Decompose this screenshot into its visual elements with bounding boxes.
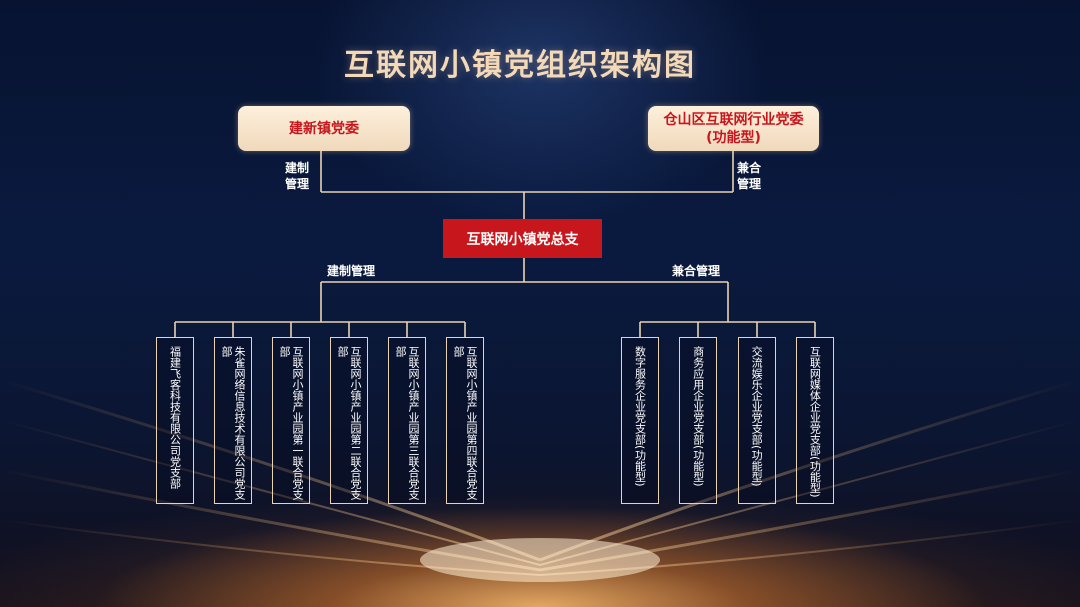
branch-label: 互联网小镇产业园第三联合党支部 bbox=[394, 346, 420, 500]
jianxin-town-party-committee-label: 建新镇党委 bbox=[289, 120, 359, 137]
branch-box: 商务应用企业党支部(功能型) bbox=[679, 337, 718, 504]
branch-label: 福建飞客科技有限公司党支部 bbox=[168, 346, 182, 489]
cangshan-internet-party-committee-box: 仓山区互联网行业党委 (功能型) bbox=[648, 106, 819, 151]
jianxin-town-party-committee-box: 建新镇党委 bbox=[238, 106, 410, 151]
page-title: 互联网小镇党组织架构图 bbox=[344, 48, 696, 83]
branch-label: 交流娱乐企业党支部(功能型) bbox=[750, 346, 764, 487]
branch-box: 交流娱乐企业党支部(功能型) bbox=[737, 337, 776, 504]
branch-label: 互联网小镇产业园第四联合党支部 bbox=[452, 346, 478, 500]
internet-town-general-branch-box: 互联网小镇党总支 bbox=[443, 219, 602, 258]
branch-label: 朱雀网络信息技术有限公司党支部 bbox=[220, 346, 246, 500]
branch-box: 互联网小镇产业园第二联合党支部 bbox=[330, 337, 368, 504]
branch-box: 互联网小镇产业园第三联合党支部 bbox=[388, 337, 426, 504]
branch-label: 商务应用企业党支部(功能型) bbox=[691, 346, 705, 487]
cangshan-committee-label-line1: 仓山区互联网行业党委 bbox=[663, 111, 804, 128]
cangshan-committee-label-line2: (功能型) bbox=[706, 129, 761, 146]
branch-box: 朱雀网络信息技术有限公司党支部 bbox=[214, 337, 252, 504]
branch-label: 数字服务企业党支部(功能型) bbox=[633, 346, 647, 487]
branch-label: 互联网小镇产业园第一联合党支部 bbox=[278, 346, 304, 500]
left-group-label: 建制管理 bbox=[327, 264, 376, 278]
left-edge-label: 建制 管理 bbox=[285, 161, 310, 191]
right-edge-label: 兼合 管理 bbox=[737, 161, 762, 191]
branch-box: 互联网媒体企业党支部(功能型) bbox=[795, 337, 834, 504]
right-group-label: 兼合管理 bbox=[672, 264, 721, 278]
branch-box: 数字服务企业党支部(功能型) bbox=[621, 337, 659, 504]
general-branch-label: 互联网小镇党总支 bbox=[466, 231, 579, 248]
branch-label: 互联网媒体企业党支部(功能型) bbox=[808, 346, 822, 498]
branch-box: 互联网小镇产业园第一联合党支部 bbox=[272, 337, 310, 504]
branch-box: 互联网小镇产业园第四联合党支部 bbox=[446, 337, 484, 504]
branch-box: 福建飞客科技有限公司党支部 bbox=[156, 337, 194, 504]
branch-label: 互联网小镇产业园第二联合党支部 bbox=[336, 346, 362, 500]
